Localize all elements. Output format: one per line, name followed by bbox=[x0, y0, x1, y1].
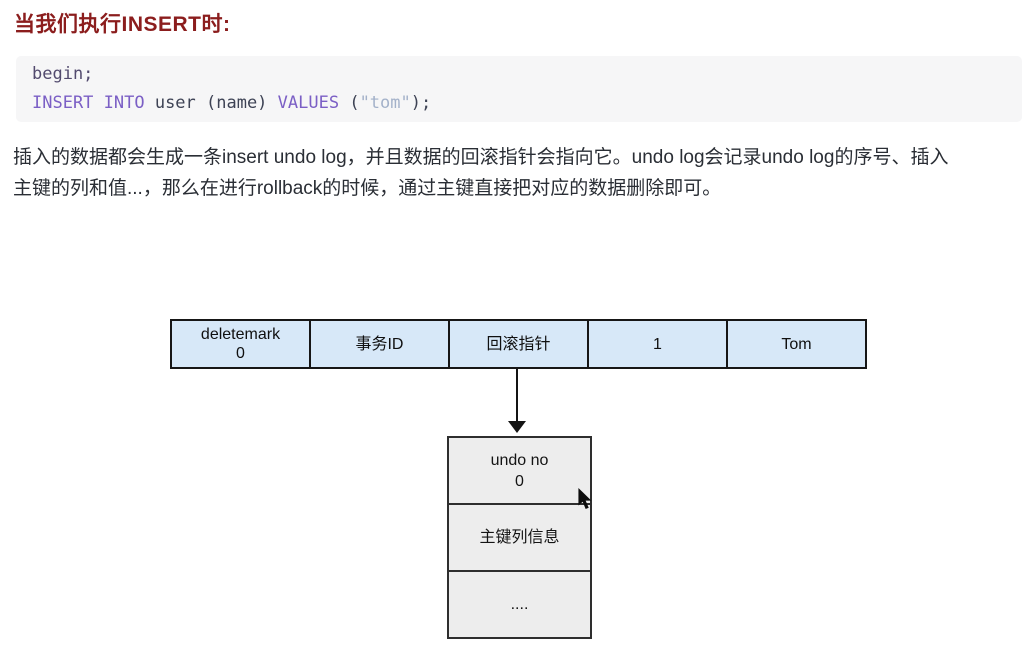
code-token-keyword: VALUES bbox=[277, 93, 340, 113]
record-cell-deletemark: deletemark 0 bbox=[172, 321, 311, 367]
code-line-insert: INSERT INTO user (name) VALUES ("tom"); bbox=[32, 89, 1006, 118]
record-cell-label: 回滚指针 bbox=[486, 335, 551, 353]
record-cell-id-value: 1 bbox=[589, 321, 728, 367]
paragraph-line: 插入的数据都会生成一条insert undo log，并且数据的回滚指针会指向它… bbox=[13, 147, 949, 168]
mouse-cursor-icon bbox=[578, 488, 592, 510]
code-token-string: "tom" bbox=[359, 93, 411, 113]
record-cell-label: Tom bbox=[781, 335, 812, 353]
paragraph-line: 主键的列和值...，那么在进行rollback的时候，通过主键直接把对应的数据删… bbox=[13, 178, 722, 199]
undo-row-label: 主键列信息 bbox=[479, 529, 560, 546]
undo-row-primary-key-info: 主键列信息 bbox=[449, 505, 590, 572]
record-cell-rollback-pointer: 回滚指针 bbox=[450, 321, 589, 367]
undo-row-value: 0 bbox=[515, 472, 524, 490]
body-paragraph: 插入的数据都会生成一条insert undo log，并且数据的回滚指针会指向它… bbox=[13, 142, 1025, 204]
undo-log-box: undo no 0 主键列信息 .... bbox=[447, 436, 592, 639]
rollback-pointer-arrow-line bbox=[516, 369, 518, 422]
record-cell-label: 1 bbox=[653, 335, 662, 353]
record-cell-value: 0 bbox=[236, 345, 245, 362]
record-cell-trx-id: 事务ID bbox=[311, 321, 450, 367]
sql-code-block: begin; INSERT INTO user (name) VALUES ("… bbox=[16, 56, 1022, 122]
undo-row-undo-no: undo no 0 bbox=[449, 438, 590, 505]
undo-row-label: undo no bbox=[490, 451, 549, 469]
page-title: 当我们执行INSERT时: bbox=[14, 13, 231, 36]
code-token-keyword: INSERT INTO bbox=[32, 93, 145, 113]
rollback-pointer-arrow-head bbox=[508, 421, 526, 433]
undo-row-ellipsis: .... bbox=[449, 572, 590, 637]
code-token-punct: ); bbox=[410, 93, 432, 113]
code-token-identifier: user (name) bbox=[144, 93, 278, 113]
record-cell-label: deletemark bbox=[200, 326, 281, 343]
record-row-table: deletemark 0 事务ID 回滚指针 1 Tom bbox=[170, 319, 867, 369]
code-token-begin: begin; bbox=[32, 64, 94, 84]
record-cell-label: 事务ID bbox=[355, 335, 404, 353]
record-cell-name-value: Tom bbox=[728, 321, 865, 367]
undo-row-label: .... bbox=[510, 596, 529, 613]
code-line-begin: begin; bbox=[32, 60, 1006, 89]
code-token-punct: ( bbox=[339, 93, 360, 113]
